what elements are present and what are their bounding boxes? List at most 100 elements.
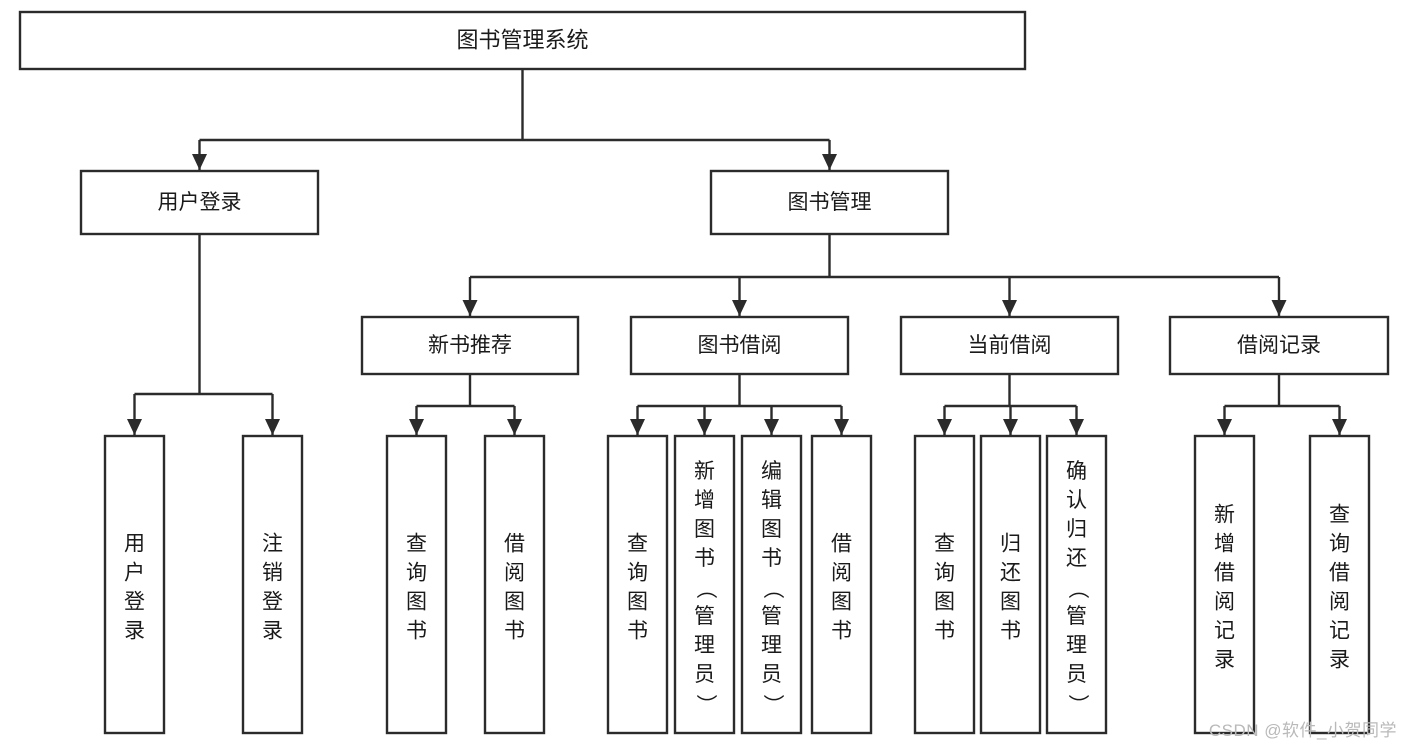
edge-bookmgmt-arrow-2 — [1002, 300, 1017, 316]
leaf-node-5-char: 员 — [694, 663, 715, 686]
leaf-node-4-char: 查 — [627, 533, 648, 556]
edge-newbook-arrow-1 — [507, 419, 522, 435]
leaf-node-10-char: 确 — [1066, 460, 1087, 483]
leaf-node-12-char: 询 — [1329, 533, 1350, 556]
leaf-node-9-char: 书 — [1000, 620, 1021, 643]
leaf-node-5-rect — [673, 434, 736, 735]
root-node-layer: 图书管理系统 — [18, 10, 1027, 71]
leaf-node-11-char: 增 — [1214, 533, 1235, 556]
leaf-node-8-rect — [913, 434, 976, 735]
root-node-system-rect — [18, 10, 1027, 71]
edge-root-arrow-0 — [192, 154, 207, 170]
leaf-node-2-char: 询 — [406, 562, 427, 585]
leaf-node-5-char: 新 — [694, 460, 715, 483]
level3-node-1-rect — [629, 315, 850, 376]
level2-node-0[interactable]: 用户登录 — [79, 169, 320, 236]
leaf-node-7-char: 借 — [831, 533, 852, 556]
level2-node-0-rect — [79, 169, 320, 236]
leaf-node-9-char: 图 — [1000, 591, 1021, 614]
level3-node-0-label: 新书推荐 — [428, 334, 512, 357]
edge-record-arrow-0 — [1217, 419, 1232, 435]
leaf-node-2-char: 书 — [406, 620, 427, 643]
leaf-node-5-char: （ — [694, 578, 717, 599]
leaf-node-1-rect — [241, 434, 304, 735]
leaf-node-7-rect — [810, 434, 873, 735]
leaf-node-12-char: 记 — [1329, 620, 1350, 643]
leaf-node-1-char: 销 — [262, 562, 283, 585]
level2-node-1-label: 图书管理 — [788, 191, 872, 214]
leaf-node-3-char: 书 — [504, 620, 525, 643]
leaf-node-4-char: 询 — [627, 562, 648, 585]
leaf-node-3-rect — [483, 434, 546, 735]
leaf-node-10-char: 理 — [1066, 634, 1087, 657]
leaf-node-11-char: 新 — [1214, 504, 1235, 527]
leaf-node-6-char: 管 — [761, 605, 782, 628]
leaf-node-3-char: 图 — [504, 591, 525, 614]
root-node-system[interactable]: 图书管理系统 — [18, 10, 1027, 71]
leaf-node-0-char: 用 — [124, 533, 145, 556]
level3-node-1-label: 图书借阅 — [698, 334, 782, 357]
leaf-node-layer: 用户登录注销登录查询图书借阅图书查询图书新增图书（管理员）编辑图书（管理员）借阅… — [103, 434, 1371, 735]
leaf-node-10-char: 还 — [1066, 547, 1087, 570]
leaf-node-12-char: 阅 — [1329, 591, 1350, 614]
level3-node-1[interactable]: 图书借阅 — [629, 315, 850, 376]
leaf-node-8-char: 书 — [934, 620, 955, 643]
leaf-node-12-char: 借 — [1329, 562, 1350, 585]
level3-node-0-rect — [360, 315, 580, 376]
edge-borrow-arrow-3 — [834, 419, 849, 435]
leaf-node-10-char: 归 — [1066, 518, 1087, 541]
edge-userlogin-arrow-1 — [265, 419, 280, 435]
level3-node-3[interactable]: 借阅记录 — [1168, 315, 1390, 376]
edge-current-arrow-2 — [1069, 419, 1084, 435]
leaf-node-2-char: 图 — [406, 591, 427, 614]
edge-bookmgmt-arrow-0 — [462, 300, 478, 316]
level3-node-3-rect — [1168, 315, 1390, 376]
leaf-node-10-char: 管 — [1066, 605, 1087, 628]
leaf-node-8-char: 询 — [934, 562, 955, 585]
edge-current-arrow-1 — [1003, 419, 1018, 435]
leaf-node-10-char: 认 — [1066, 489, 1087, 512]
leaf-node-1-char: 登 — [262, 591, 283, 614]
leaf-node-10-char: （ — [1066, 578, 1089, 599]
edge-root-arrow-1 — [822, 154, 837, 170]
leaf-node-11-rect — [1193, 434, 1256, 735]
edge-newbook-arrow-0 — [409, 419, 424, 435]
leaf-node-6-char: （ — [761, 578, 784, 599]
edge-record-arrow-1 — [1332, 419, 1347, 435]
level3-node-0[interactable]: 新书推荐 — [360, 315, 580, 376]
leaf-node-5-char: 管 — [694, 605, 715, 628]
level3-node-2[interactable]: 当前借阅 — [899, 315, 1120, 376]
level2-node-1-rect — [709, 169, 950, 236]
leaf-node-8-char: 查 — [934, 533, 955, 556]
edge-borrow-arrow-1 — [697, 419, 712, 435]
edge-current-arrow-0 — [937, 419, 952, 435]
leaf-node-5-char: 书 — [694, 547, 715, 570]
level2-node-1[interactable]: 图书管理 — [709, 169, 950, 236]
connector-layer — [127, 69, 1347, 435]
leaf-node-3-char: 阅 — [504, 562, 525, 585]
leaf-node-7-char: 图 — [831, 591, 852, 614]
leaf-node-5-char: 理 — [694, 634, 715, 657]
leaf-node-6-char: 编 — [761, 460, 782, 483]
leaf-node-12-rect — [1308, 434, 1371, 735]
level3-node-3-label: 借阅记录 — [1237, 334, 1321, 357]
leaf-node-0-char: 录 — [124, 620, 145, 643]
leaf-node-0-rect — [103, 434, 166, 735]
leaf-node-4-char: 书 — [627, 620, 648, 643]
leaf-node-0[interactable]: 用户登录 — [103, 434, 166, 735]
leaf-node-10-rect — [1045, 434, 1108, 735]
